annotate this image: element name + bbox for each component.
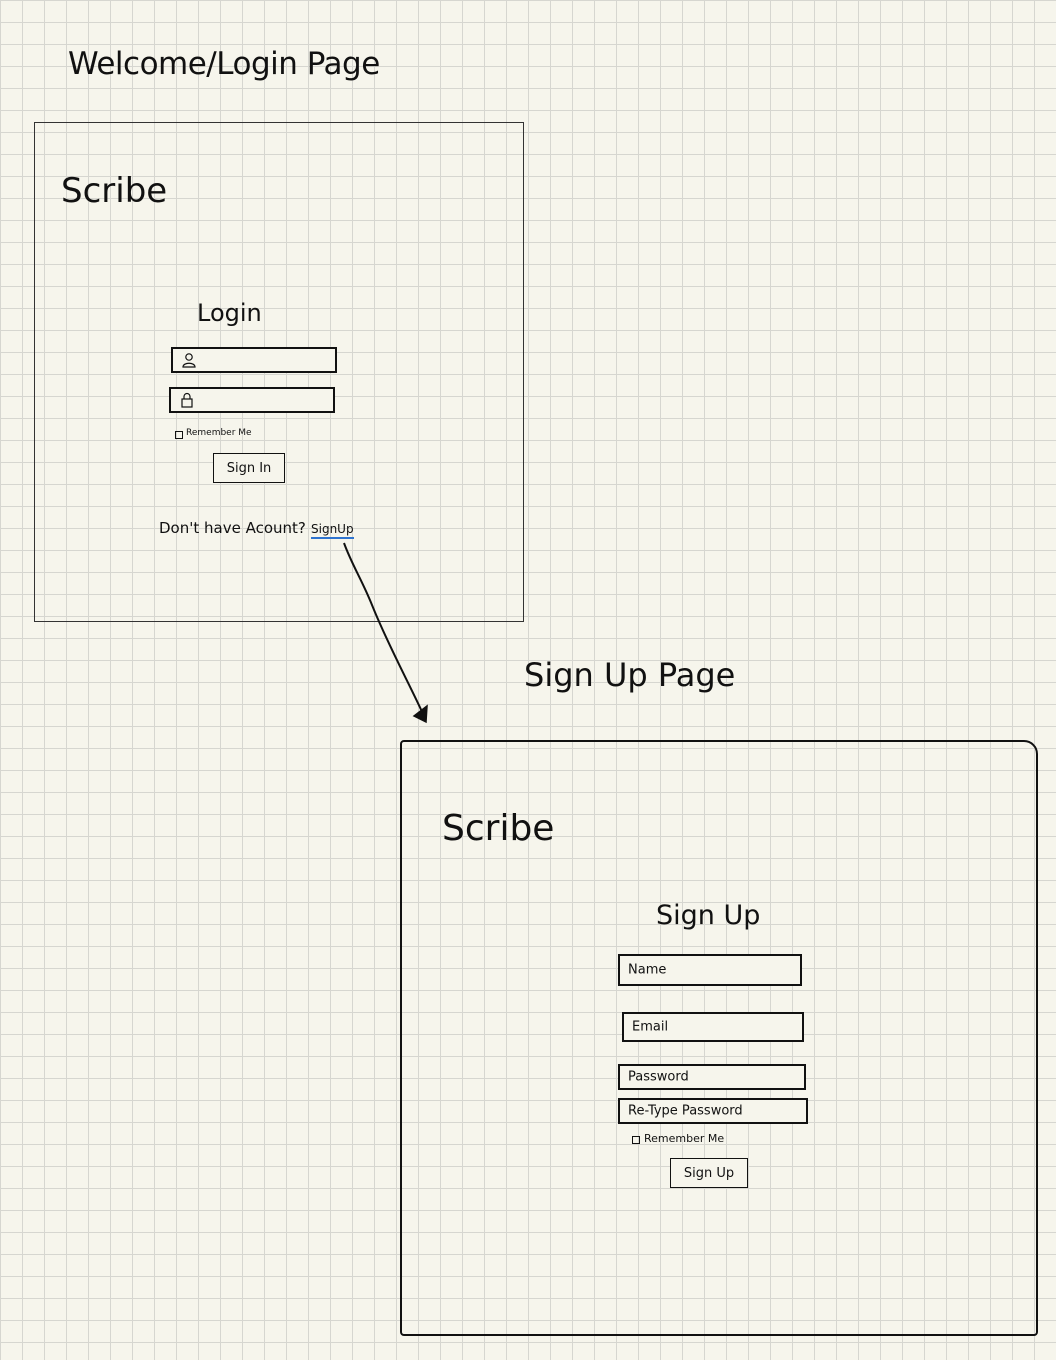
- retype-password-field[interactable]: Re-Type Password: [618, 1098, 808, 1124]
- email-placeholder: Email: [632, 1019, 669, 1035]
- username-field[interactable]: [171, 347, 337, 373]
- remember-me-label: Remember Me: [186, 428, 252, 438]
- signup-page-heading: Sign Up Page: [524, 656, 736, 694]
- name-field[interactable]: Name: [618, 954, 802, 986]
- login-page-heading: Welcome/Login Page: [68, 46, 380, 82]
- brand-logo: Scribe: [61, 171, 168, 211]
- password-placeholder: Password: [628, 1069, 689, 1085]
- signup-form-title: Sign Up: [656, 900, 761, 931]
- sign-up-link[interactable]: SignUp: [311, 522, 354, 539]
- password-field[interactable]: Password: [618, 1064, 806, 1090]
- login-form-title: Login: [197, 299, 262, 327]
- retype-password-placeholder: Re-Type Password: [628, 1103, 743, 1119]
- lock-icon: [181, 392, 193, 408]
- user-icon: [182, 353, 196, 368]
- login-page-frame: Scribe Login Remember Me Sign In Don't h…: [34, 122, 524, 622]
- sign-up-button[interactable]: Sign Up: [670, 1158, 748, 1188]
- signup-page-frame: Scribe Sign Up Name Email Password Re-Ty…: [400, 740, 1038, 1336]
- remember-me-checkbox[interactable]: [175, 431, 183, 439]
- email-field[interactable]: Email: [622, 1012, 804, 1042]
- sign-in-button[interactable]: Sign In: [213, 453, 285, 483]
- name-placeholder: Name: [628, 962, 667, 978]
- remember-me-checkbox[interactable]: [632, 1136, 640, 1144]
- no-account-text: Don't have Acount?: [159, 519, 306, 537]
- password-field[interactable]: [169, 387, 335, 413]
- brand-logo: Scribe: [442, 808, 555, 849]
- remember-me-label: Remember Me: [644, 1132, 725, 1145]
